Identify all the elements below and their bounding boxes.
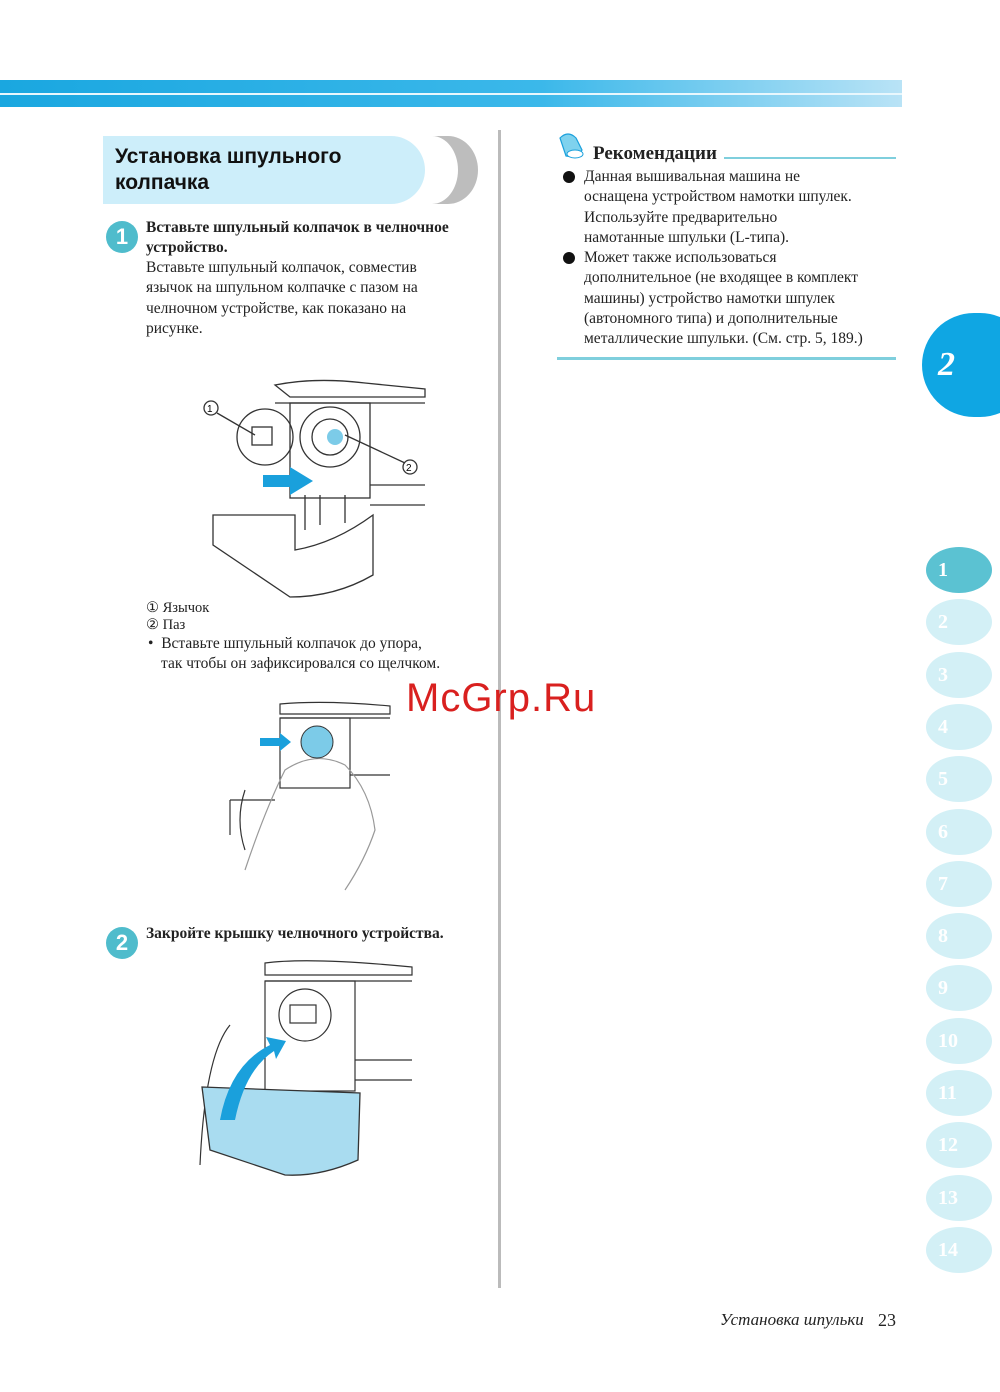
step-2-badge: 2 xyxy=(106,927,138,959)
header-band xyxy=(0,80,902,107)
step-1-body: Вставьте шпульный колпачок, совместив яз… xyxy=(146,258,418,339)
chapter-tab-1[interactable]: 1 xyxy=(926,547,992,593)
section-title-line: Установка шпульного xyxy=(115,145,342,168)
callout-item: ① Язычок xyxy=(146,600,209,617)
chapter-tab-14[interactable]: 14 xyxy=(926,1226,992,1273)
chapter-tab-2[interactable]: 2 xyxy=(926,599,992,646)
tips-heading: Рекомендации xyxy=(593,143,717,164)
text-line: устройство. xyxy=(146,239,228,257)
chapter-tab-6[interactable]: 6 xyxy=(926,808,992,855)
bell-tip-icon xyxy=(559,133,584,159)
hand-insert-illustration xyxy=(229,701,391,891)
callout-legend: ① Язычок ② Паз xyxy=(146,600,209,634)
text-line: металлические шпульки. (См. стр. 5, 189.… xyxy=(584,330,863,348)
tip-item: Данная вышивальная машина не оснащена ус… xyxy=(584,167,852,248)
chapter-tab-3[interactable]: 3 xyxy=(926,651,992,698)
callout-label: Паз xyxy=(162,617,186,633)
step-2-heading: Закройте крышку челночного устройства. xyxy=(146,925,444,942)
step-1-note: • Вставьте шпульный колпачок до упора, т… xyxy=(148,634,440,675)
callout-marker: ② xyxy=(146,617,159,633)
bullet-dot: • xyxy=(148,635,162,652)
text-line: Вставьте шпульный колпачок в челночное xyxy=(146,219,449,236)
text-line: (автономного типа) и дополнительные xyxy=(584,309,838,327)
step-1-heading: Вставьте шпульный колпачок в челночное у… xyxy=(146,218,449,259)
callout-marker: ① xyxy=(146,600,159,616)
section-title: Установка шпульного колпачка xyxy=(115,144,341,196)
page-number: 23 xyxy=(878,1310,896,1330)
chapter-tab-13[interactable]: 13 xyxy=(926,1174,992,1221)
section-title-line: колпачка xyxy=(115,171,210,194)
bullet-dot xyxy=(563,171,575,183)
bracket-decoration xyxy=(432,136,478,204)
chapter-tab-4[interactable]: 4 xyxy=(926,703,992,750)
text-line: рисунке. xyxy=(146,319,203,337)
footer-section: Установка шпульки xyxy=(720,1310,864,1329)
bullet-dot xyxy=(563,252,575,264)
text-line: так чтобы он зафиксировался со щелчком. xyxy=(161,655,441,673)
text-line: машины) устройство намотки шпулек xyxy=(584,289,835,307)
svg-text:1: 1 xyxy=(207,404,213,415)
step-1-badge: 1 xyxy=(106,221,138,253)
close-cover-illustration xyxy=(199,960,413,1176)
chapter-marker: 2 xyxy=(922,313,1000,417)
text-line: челночном устройстве, как показано на xyxy=(146,299,407,317)
tips-bottom-rule xyxy=(557,357,896,360)
chapter-tab-10[interactable]: 10 xyxy=(926,1017,992,1064)
column-divider xyxy=(498,130,501,1288)
text-line: Может также использоваться xyxy=(584,249,777,266)
text-line: Вставьте шпульный колпачок, совместив xyxy=(146,259,417,276)
callout-label: Язычок xyxy=(162,600,210,616)
callout-item: ② Паз xyxy=(146,617,209,634)
chapter-tab-12[interactable]: 12 xyxy=(926,1122,992,1169)
bobbin-case-insert-illustration: 1 2 xyxy=(203,379,426,598)
chapter-tab-8[interactable]: 8 xyxy=(926,913,992,960)
text-line: язычок на шпульном колпачке с пазом на xyxy=(146,279,418,297)
chapter-tab-11[interactable]: 11 xyxy=(926,1070,992,1116)
svg-text:2: 2 xyxy=(406,463,412,474)
chapter-tab-9[interactable]: 9 xyxy=(926,965,992,1012)
tip-item: Может также использоваться дополнительно… xyxy=(584,248,863,349)
tips-rule xyxy=(724,157,896,159)
chapter-tab-5[interactable]: 5 xyxy=(926,756,992,803)
text-line: Данная вышивальная машина не xyxy=(584,168,801,185)
chapter-tab-7[interactable]: 7 xyxy=(926,860,992,907)
text-line: Вставьте шпульный колпачок до упора, xyxy=(161,635,422,652)
text-line: оснащена устройством намотки шпулек. xyxy=(584,188,852,206)
text-line: Используйте предварительно xyxy=(584,208,778,226)
watermark: McGrp.Ru xyxy=(406,676,597,720)
text-line: намотанные шпульки (L-типа). xyxy=(584,228,790,246)
text-line: дополнительное (не входящее в комплект xyxy=(584,269,859,287)
section-title-box xyxy=(103,136,425,204)
